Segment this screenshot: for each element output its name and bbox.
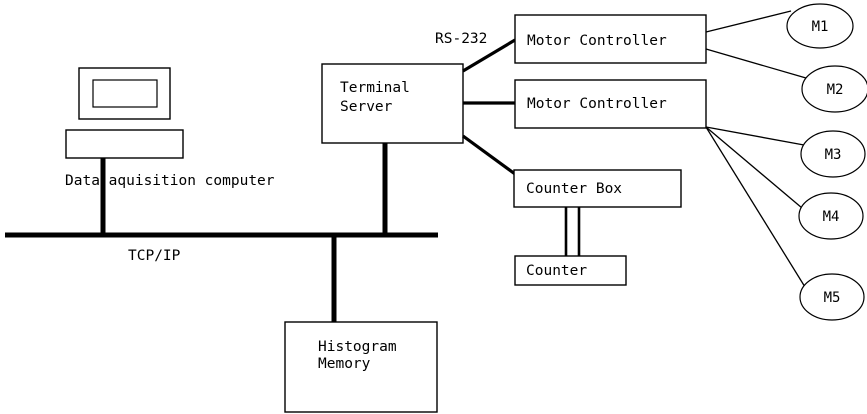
terminal-server-node[interactable]: Terminal Server bbox=[321, 63, 464, 144]
motor-m5[interactable]: M5 bbox=[799, 273, 865, 321]
motor-controller-2-box bbox=[514, 79, 707, 129]
link-terminal-server-to-motor-controller-1 bbox=[462, 38, 516, 73]
histogram-memory-box bbox=[284, 321, 438, 413]
counter-box-label: Counter Box bbox=[526, 181, 622, 197]
histogram-memory-label-line1: Histogram bbox=[318, 339, 397, 355]
motor-controller-1-label: Motor Controller bbox=[527, 33, 667, 49]
computer-caption: Data aquisition computer bbox=[65, 173, 275, 189]
motor-controller-1-box bbox=[514, 14, 707, 64]
motor-m2[interactable]: M2 bbox=[801, 65, 867, 113]
motor-m2-label: M2 bbox=[827, 82, 844, 98]
computer-chassis-icon bbox=[65, 129, 184, 159]
tcpip-label: TCP/IP bbox=[128, 248, 181, 264]
link-motor-controller-1-to-m2 bbox=[705, 48, 807, 79]
counter-box-node[interactable]: Counter Box bbox=[513, 169, 682, 208]
link-motor-controller-1-to-m1 bbox=[705, 10, 792, 33]
motor-controller-2-node[interactable]: Motor Controller bbox=[514, 79, 707, 129]
rs232-label: RS-232 bbox=[435, 31, 487, 47]
motors-group: M1 M2 M3 M4 M5 bbox=[786, 3, 867, 321]
motor-m5-label: M5 bbox=[824, 290, 841, 306]
motor-m1-ellipse bbox=[786, 3, 854, 49]
motor-m1[interactable]: M1 bbox=[786, 3, 854, 49]
motor-controller-1-node[interactable]: Motor Controller bbox=[514, 14, 707, 64]
motor-m5-ellipse bbox=[799, 273, 865, 321]
motor-m3-ellipse bbox=[800, 130, 866, 178]
rs232-links-group: RS-232 bbox=[435, 31, 516, 176]
histogram-memory-node[interactable]: Histogram Memory bbox=[284, 321, 438, 413]
counter-label: Counter bbox=[526, 263, 587, 279]
motor-m3[interactable]: M3 bbox=[800, 130, 866, 178]
counter-node[interactable]: Counter bbox=[514, 255, 627, 286]
motor-links-group bbox=[705, 10, 807, 288]
terminal-server-box bbox=[321, 63, 464, 144]
motor-m4[interactable]: M4 bbox=[798, 192, 864, 240]
motor-m1-label: M1 bbox=[812, 19, 829, 35]
motor-controller-2-label: Motor Controller bbox=[527, 96, 667, 112]
terminal-server-label-line2: Server bbox=[340, 99, 393, 115]
link-motor-controller-2-to-m4 bbox=[705, 126, 803, 209]
link-motor-controller-2-to-m3 bbox=[705, 126, 805, 146]
monitor-screen-icon bbox=[92, 79, 158, 108]
histogram-memory-label-line2: Memory bbox=[318, 356, 371, 372]
motor-m3-label: M3 bbox=[825, 147, 842, 163]
data-acquisition-computer[interactable]: Data aquisition computer bbox=[65, 67, 275, 189]
link-terminal-server-to-counter-box bbox=[462, 134, 516, 176]
counter-cable-group bbox=[564, 207, 581, 257]
terminal-server-label-line1: Terminal bbox=[340, 80, 410, 96]
tcpip-bus-group: TCP/IP bbox=[5, 143, 438, 322]
counter-box-rect bbox=[513, 169, 682, 208]
motor-m2-ellipse bbox=[801, 65, 867, 113]
counter-rect bbox=[514, 255, 627, 286]
motor-m4-ellipse bbox=[798, 192, 864, 240]
link-motor-controller-2-to-m5 bbox=[705, 126, 806, 288]
motor-m4-label: M4 bbox=[823, 209, 840, 225]
